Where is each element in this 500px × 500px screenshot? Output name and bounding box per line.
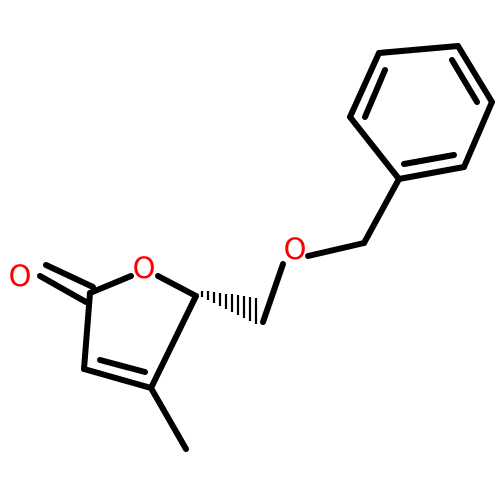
bond-benzene-6 [396, 164, 467, 182]
bond-carbonyl-c-to-c3 [81, 290, 93, 372]
bond-c4-to-c5 [148, 293, 199, 391]
bond-carbonyl-double-a [37, 273, 89, 305]
bond-benzene-4 [455, 43, 495, 105]
bond-carbonyl-c-to-ring-o [87, 273, 134, 296]
bond-benzene-inner-a [362, 67, 388, 120]
bond-ether-o-to-benzyl-ch2 [305, 240, 367, 259]
bond-ch2-to-ether-o [260, 261, 286, 325]
bond-benzyl-ch2-to-ring [361, 176, 402, 246]
bond-benzene-5 [461, 99, 495, 170]
ether-oxygen-label: O [284, 232, 307, 266]
bond-c4-to-methyl [148, 385, 189, 452]
bond-benzene-2 [347, 50, 382, 120]
ring-oxygen-label: O [133, 251, 156, 285]
bond-c3-to-c4-inner [97, 357, 148, 375]
carbonyl-oxygen-label: O [9, 259, 32, 293]
bond-layer [37, 43, 495, 452]
bond-benzene-1 [347, 114, 402, 182]
bond-ring-o-to-c5 [155, 273, 199, 299]
bond-carbonyl-double-b [43, 262, 96, 290]
bond-benzene-inner-c [401, 152, 457, 167]
bond-benzene-3 [376, 43, 461, 56]
bond-benzene-inner-b [449, 57, 480, 105]
bond-c3-to-c4-outer [81, 366, 154, 391]
hashed-wedge-bond [200, 291, 258, 324]
